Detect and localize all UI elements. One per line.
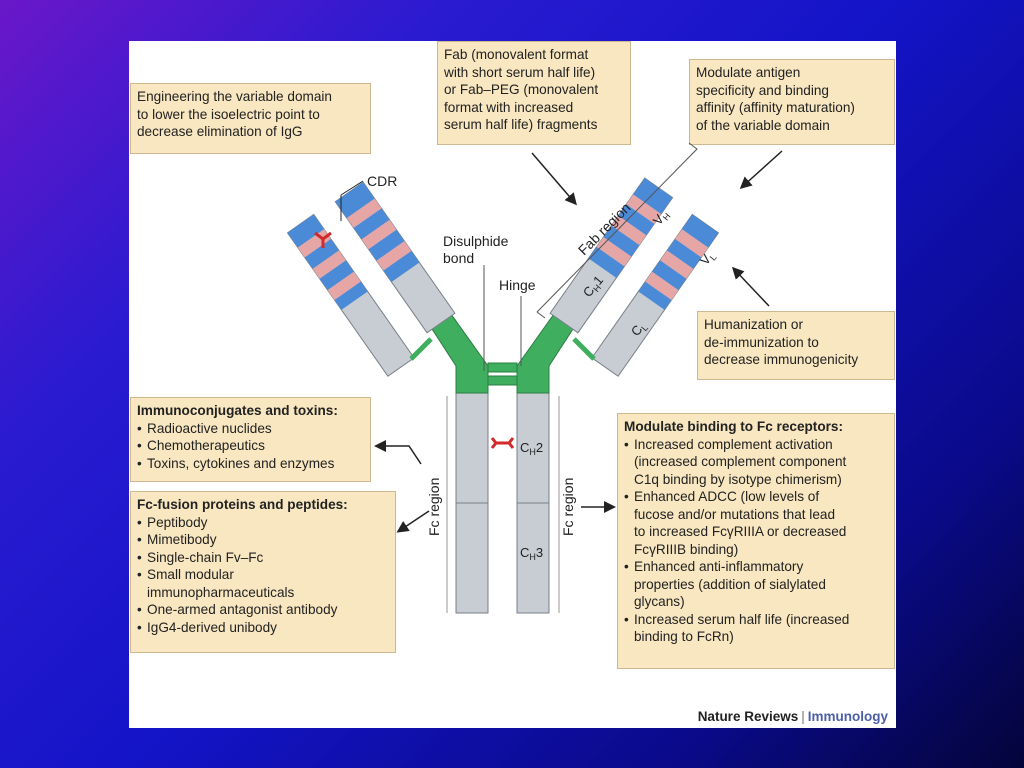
ch1-label: CH1 [580, 273, 608, 302]
list-item-line: immunopharmaceuticals [147, 584, 295, 600]
list-item: Increased complement activation (increas… [624, 436, 888, 489]
list-item: Small modular immunopharmaceuticals [137, 566, 389, 601]
fab-fragment-box: Fab (monovalent format with short serum … [437, 41, 631, 145]
list-item: Single-chain Fv–Fc [137, 549, 389, 567]
fc-fusion-title: Fc-fusion proteins and peptides: [137, 497, 348, 512]
vl-label: VL [697, 248, 719, 269]
list-item: Chemotherapeutics [137, 437, 364, 455]
ch2-label: CH2 [520, 440, 543, 457]
humanization-box: Humanization or de-immunization to decre… [697, 311, 895, 380]
fab-region-label: Fab region [575, 199, 634, 258]
hinge-bridge-top [487, 362, 518, 373]
list-item: Enhanced anti-inflammatory properties (a… [624, 558, 888, 611]
list-item: Mimetibody [137, 531, 389, 549]
immunoconjugates-arrow [374, 440, 422, 465]
list-item: Increased serum half life (increased bin… [624, 611, 888, 646]
cl-label: CL [628, 318, 650, 340]
brand-name: Nature Reviews [697, 709, 799, 724]
right-interchain-link [572, 337, 596, 361]
journal-name: Immunology [807, 709, 888, 724]
left-light-arm [286, 213, 415, 377]
credit-separator: | [801, 709, 805, 724]
list-item: Radioactive nuclides [137, 420, 364, 438]
left-interchain-link [409, 337, 433, 361]
list-item-line: Increased serum half life (increased [634, 611, 850, 627]
list-item: IgG4-derived unibody [137, 619, 389, 637]
immunoconjugates-box: Immunoconjugates and toxins: Radioactive… [130, 397, 371, 482]
journal-credit: Nature Reviews|Immunology [698, 709, 888, 724]
list-item-line: to increased FcγRIIIA or decreased [634, 524, 847, 539]
list-item-line: Enhanced anti-inflammatory [634, 559, 804, 574]
fab-arrow [531, 152, 577, 206]
fc-region-label-right: Fc region [560, 478, 576, 536]
list-item-line: glycans) [634, 594, 685, 609]
fc-right-chain [516, 392, 550, 614]
list-item-line: (increased complement component [634, 454, 847, 469]
hinge-right [516, 313, 574, 394]
disulphide-icon [490, 437, 515, 449]
cdr-y-icon [314, 231, 332, 248]
list-item-line: C1q binding by isotype chimerism) [634, 471, 842, 487]
list-item-line: Small modular [147, 567, 234, 582]
cdr-label: CDR [367, 173, 397, 189]
list-item: Toxins, cytokines and enzymes [137, 455, 364, 473]
list-item-line: FcγRIIIB binding) [634, 541, 739, 557]
left-heavy-arm [334, 181, 456, 334]
list-item-line: Increased complement activation [634, 436, 833, 452]
list-item-line: fucose and/or mutations that lead [634, 506, 836, 522]
affinity-box: Modulate antigen specificity and binding… [689, 59, 895, 145]
isoelectric-box: Engineering the variable domain to lower… [130, 83, 371, 154]
hinge-left [431, 313, 489, 394]
fc-fusion-arrow [396, 510, 430, 533]
list-item-line: properties (addition of sialylated [634, 576, 826, 592]
fab-region-bracket [536, 142, 698, 319]
right-heavy-arm [549, 177, 674, 334]
list-item: One-armed antagonist antibody [137, 601, 389, 619]
hinge-label: Hinge [499, 277, 536, 293]
fc-receptors-title: Modulate binding to Fc receptors: [624, 419, 844, 434]
affinity-arrow [739, 150, 783, 190]
fc-fusion-box: Fc-fusion proteins and peptides: Peptibo… [130, 491, 396, 653]
bond-label: bond [443, 250, 474, 266]
list-item: Enhanced ADCC (low levels of fucose and/… [624, 488, 888, 558]
fc-receptors-box: Modulate binding to Fc receptors: Increa… [617, 413, 895, 669]
list-item-line: binding to FcRn) [634, 629, 734, 644]
vh-label: VH [650, 207, 673, 230]
list-item-line: Enhanced ADCC (low levels of [634, 489, 820, 504]
ch3-label: CH3 [520, 545, 543, 562]
disulphide-label: Disulphide [443, 233, 509, 249]
list-item: Peptibody [137, 514, 389, 532]
humanization-arrow [731, 266, 770, 307]
figure-panel: Engineering the variable domain to lower… [129, 41, 896, 728]
fc-left-chain [455, 392, 489, 614]
cdr-leader-line [340, 180, 364, 196]
hinge-bridge-bottom [487, 375, 518, 386]
fc-region-label-left: Fc region [426, 478, 442, 536]
immunoconjugates-title: Immunoconjugates and toxins: [137, 403, 338, 418]
